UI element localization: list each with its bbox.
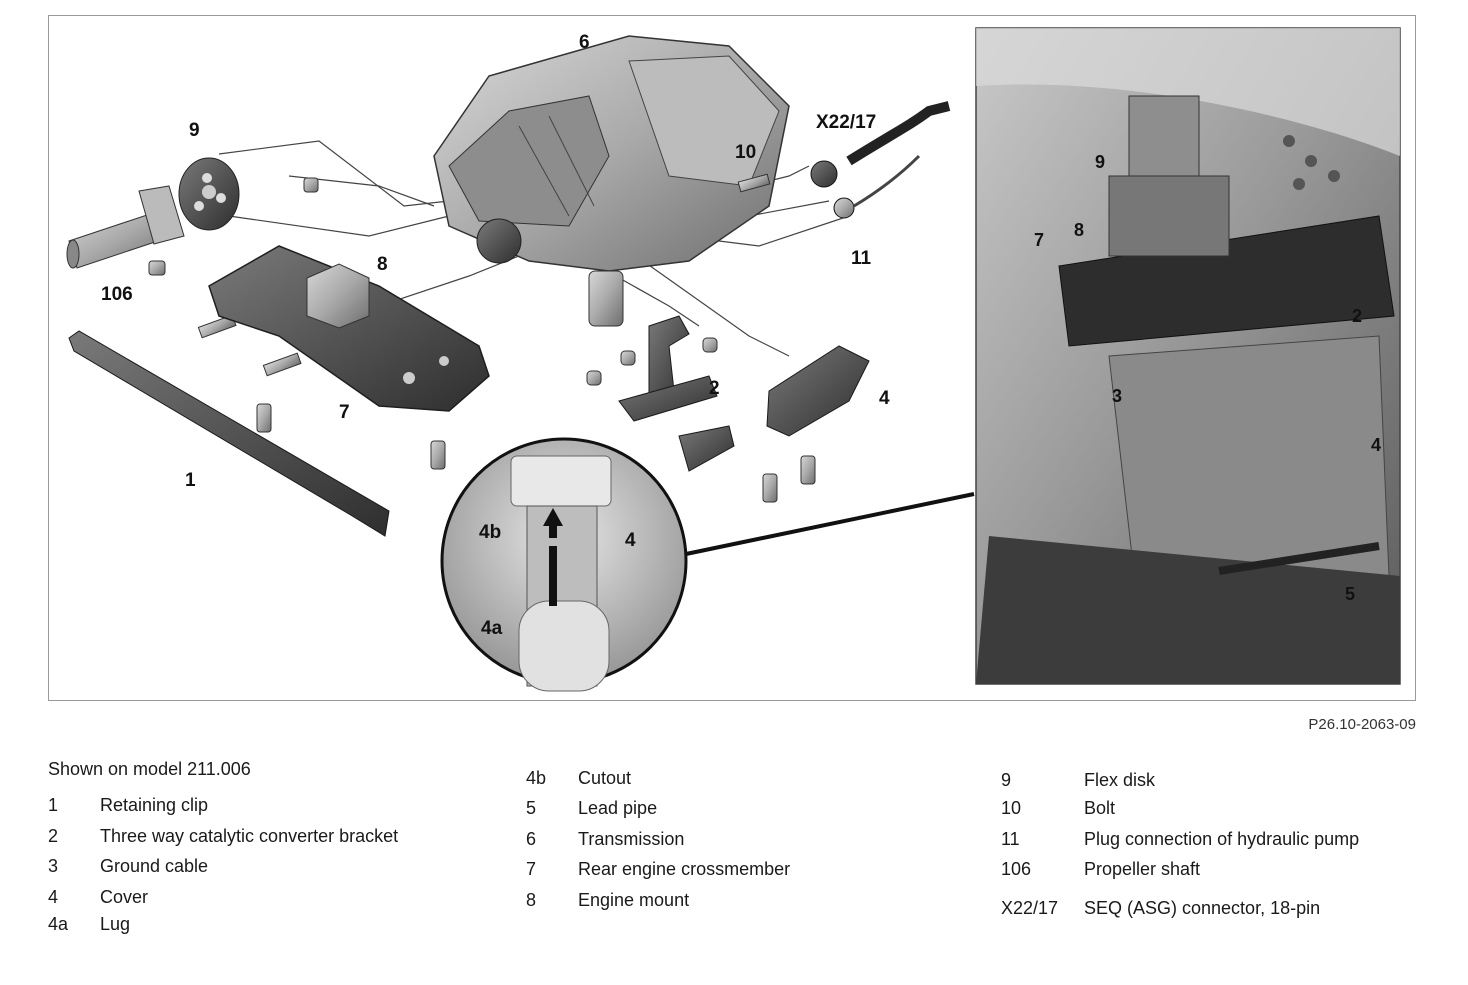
legend-description: Cover: [100, 887, 149, 907]
legend-description: Cutout: [578, 768, 632, 788]
legend-number: 2: [48, 826, 59, 846]
catalytic-converter-bracket-part: [618, 315, 735, 472]
exploded-diagram: 6 9 10 X22/17 11 106 8 7 2 4 1 4b 4a 4: [66, 27, 1401, 692]
photo-callout-4: 4: [1371, 435, 1381, 455]
callout-4a: 4a: [481, 618, 503, 639]
legend-number: 6: [526, 829, 537, 849]
callout-7: 7: [339, 402, 350, 423]
legend-number: 5: [526, 798, 537, 818]
detail-inset: 4b 4a 4: [440, 437, 975, 692]
legend-description: Rear engine crossmember: [578, 859, 791, 879]
legend-number: 106: [1001, 859, 1032, 879]
rear-engine-crossmember-part: [208, 245, 490, 412]
caption-title: Shown on model 211.006: [48, 759, 251, 779]
legend-description: Plug connection of hydraulic pump: [1084, 829, 1360, 849]
legend-number: 4a: [48, 914, 69, 934]
transmission-part: [433, 35, 790, 327]
callout-2: 2: [709, 378, 720, 399]
photo-callout-3: 3: [1112, 386, 1122, 406]
figure-reference-number: P26.10-2063-09: [1308, 716, 1416, 733]
callout-11: 11: [851, 248, 872, 269]
legend-number: 9: [1001, 770, 1012, 790]
callout-10: 10: [735, 142, 756, 163]
seq-connector-part: [810, 101, 951, 219]
legend-description: SEQ (ASG) connector, 18-pin: [1084, 898, 1321, 918]
photo-callout-2: 2: [1352, 306, 1362, 326]
cover-part: [766, 345, 870, 437]
callout-8: 8: [377, 254, 388, 275]
exploded-diagram-frame: 6 9 10 X22/17 11 106 8 7 2 4 1 4b 4a 4: [48, 15, 1416, 701]
legend-description: Bolt: [1084, 798, 1116, 818]
callout-106: 106: [101, 284, 133, 305]
legend-number: 11: [1001, 829, 1020, 849]
photo-callout-5: 5: [1345, 584, 1355, 604]
engine-mount-part: [306, 263, 370, 329]
legend-number: 7: [526, 859, 537, 879]
callout-6: 6: [579, 32, 590, 53]
callout-4: 4: [879, 388, 890, 409]
legend-description: Ground cable: [100, 856, 209, 876]
propeller-shaft-part: [66, 185, 185, 269]
legend-description: Transmission: [578, 829, 685, 849]
legend-description: Propeller shaft: [1084, 859, 1201, 879]
callout-4-inset: 4: [625, 530, 636, 551]
legend-description: Flex disk: [1084, 770, 1156, 790]
legend-number: 3: [48, 856, 59, 876]
legend-number: 4b: [526, 768, 547, 788]
callout-4b: 4b: [479, 522, 501, 543]
legend-description: Three way catalytic converter bracket: [100, 826, 399, 846]
legend-number: X22/17: [1001, 898, 1059, 918]
photo-callout-9: 9: [1095, 152, 1105, 172]
callout-1: 1: [185, 470, 196, 491]
legend-number: 1: [48, 795, 59, 815]
legend-description: Lead pipe: [578, 798, 658, 818]
legend-description: Engine mount: [578, 890, 690, 910]
retaining-clip-part: [68, 330, 390, 537]
legend-description: Lug: [100, 914, 131, 934]
photo-callout-8: 8: [1074, 220, 1084, 240]
legend-number: 8: [526, 890, 537, 910]
callout-x22-17: X22/17: [816, 112, 876, 133]
installed-photo-panel: 9 8 7 2 3 4 5: [975, 27, 1401, 685]
legend-description: Retaining clip: [100, 795, 209, 815]
bolt-parts: [148, 173, 816, 503]
legend-number: 4: [48, 887, 59, 907]
legend-number: 10: [1001, 798, 1022, 818]
photo-callout-7: 7: [1034, 230, 1044, 250]
callout-9: 9: [189, 120, 200, 141]
flex-disk-part: [178, 157, 240, 231]
